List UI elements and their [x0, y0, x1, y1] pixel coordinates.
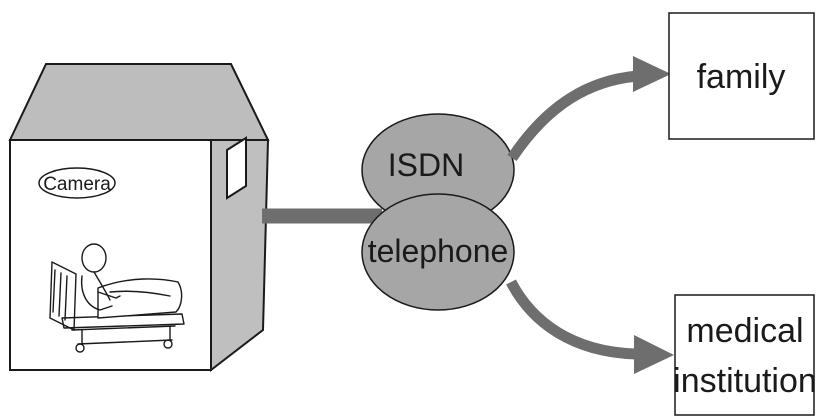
- network-cloud: ISDN telephone: [361, 113, 515, 311]
- medical-institution-node: medical institution: [673, 294, 817, 416]
- house-roof: [8, 63, 270, 141]
- arrow-to-medical: [506, 279, 674, 374]
- telephone-ellipse: [361, 193, 515, 311]
- isdn-label: ISDN: [388, 147, 464, 183]
- family-box: [668, 12, 815, 140]
- camera-ellipse: [38, 167, 116, 199]
- camera-label: Camera: [43, 174, 111, 195]
- house: Camera: [8, 63, 270, 373]
- family-label: family: [697, 58, 786, 96]
- medical-label-line2: institution: [673, 362, 817, 400]
- house-window: [226, 136, 247, 200]
- telephone-label: telephone: [368, 233, 509, 269]
- medical-label-line1: medical: [686, 312, 803, 350]
- arrow-to-family: [507, 56, 671, 162]
- medical-institution-box: [674, 294, 815, 416]
- patient-bed-icon: [49, 243, 185, 353]
- family-node: family: [668, 12, 815, 140]
